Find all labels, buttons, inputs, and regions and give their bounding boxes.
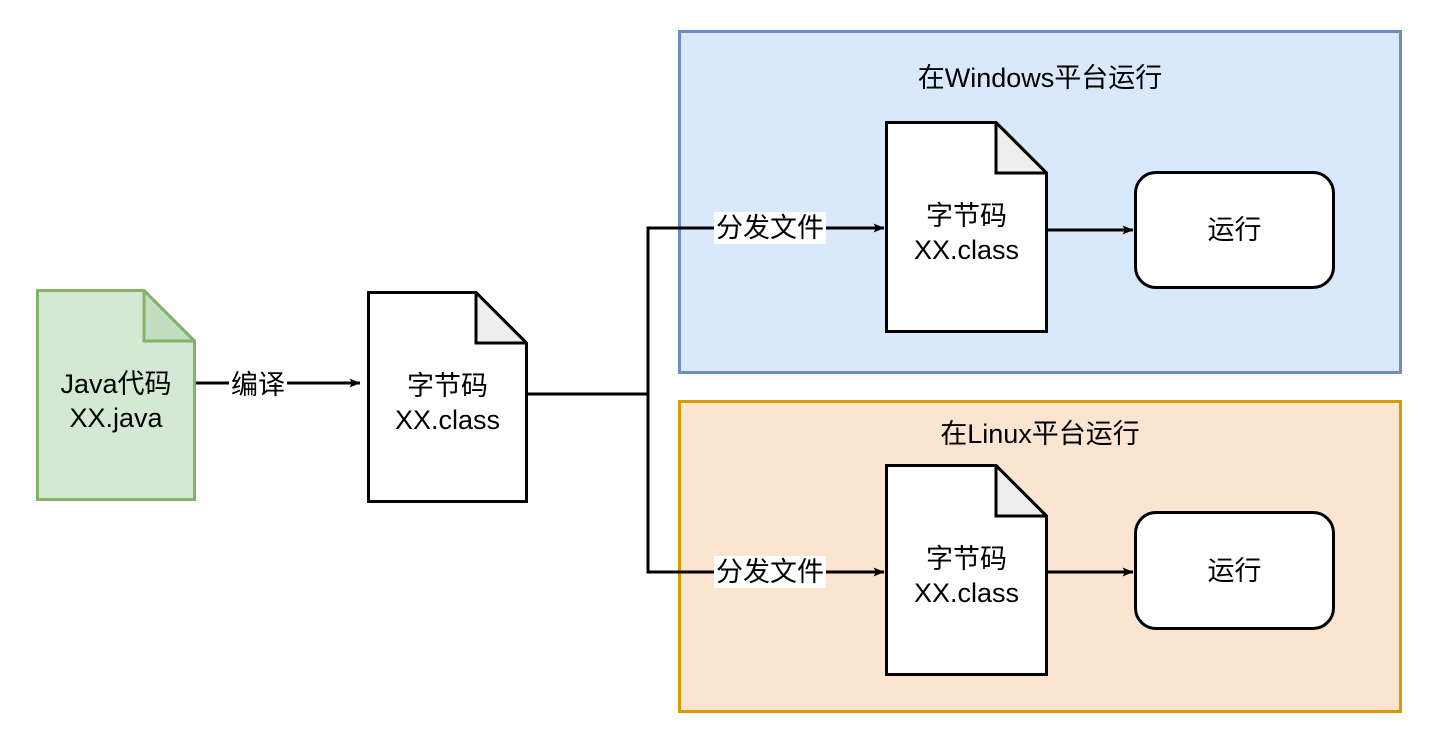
document-bytecode-windows[interactable]: 字节码 XX.class — [885, 121, 1048, 333]
document-bytecode-main[interactable]: 字节码 XX.class — [367, 291, 528, 503]
document-java-source-line1: Java代码 — [60, 369, 172, 399]
document-bytecode-main-line2: XX.class — [394, 405, 501, 435]
node-run-windows-label: 运行 — [1207, 215, 1262, 245]
document-icon — [36, 289, 196, 501]
edge-label-distribute-windows: 分发文件 — [714, 212, 826, 244]
document-icon — [885, 121, 1048, 333]
document-bytecode-main-line1: 字节码 — [407, 371, 488, 401]
node-run-linux[interactable]: 运行 — [1134, 511, 1335, 630]
document-java-source[interactable]: Java代码 XX.java — [36, 289, 196, 501]
panel-windows-title: 在Windows平台运行 — [917, 63, 1163, 93]
document-bytecode-linux-line1: 字节码 — [926, 544, 1007, 574]
document-icon — [885, 464, 1048, 676]
document-icon — [367, 291, 528, 503]
document-bytecode-windows-line1: 字节码 — [926, 201, 1007, 231]
node-run-windows[interactable]: 运行 — [1134, 171, 1335, 289]
document-bytecode-linux[interactable]: 字节码 XX.class — [885, 464, 1048, 676]
node-run-linux-label: 运行 — [1207, 555, 1262, 586]
document-bytecode-windows-line2: XX.class — [913, 235, 1020, 265]
document-java-source-line2: XX.java — [69, 403, 163, 433]
edge-label-distribute-linux: 分发文件 — [714, 556, 826, 588]
panel-linux-title: 在Linux平台运行 — [940, 419, 1140, 449]
document-bytecode-linux-line2: XX.class — [913, 578, 1020, 608]
edge-label-compile: 编译 — [229, 369, 287, 401]
